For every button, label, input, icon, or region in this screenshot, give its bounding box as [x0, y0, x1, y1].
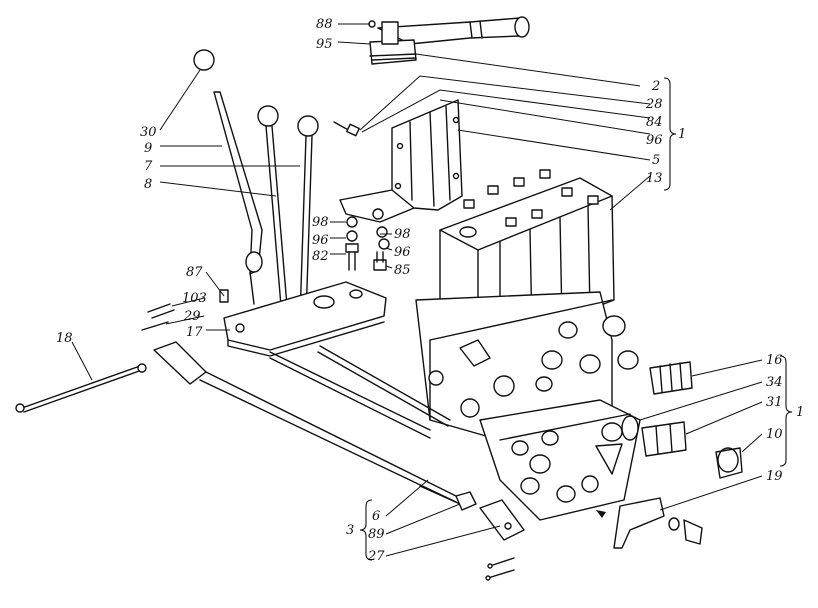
label-84: 84 — [646, 115, 663, 130]
label-7: 7 — [144, 159, 153, 174]
label-6: 6 — [372, 509, 380, 524]
label-13: 13 — [646, 171, 663, 186]
bolts-82-85 — [345, 216, 390, 271]
label-89: 89 — [368, 527, 385, 542]
label-82: 82 — [312, 249, 329, 264]
control-rods — [15, 341, 525, 581]
label-87: 87 — [186, 265, 203, 280]
label-1-right: 1 — [796, 405, 804, 420]
label-9: 9 — [144, 141, 152, 156]
label-103: 103 — [182, 291, 207, 306]
leader-lines — [71, 23, 763, 557]
label-3: 3 — [346, 523, 354, 538]
lever-base-plate — [223, 281, 387, 357]
top-lever-handle — [368, 16, 530, 65]
label-88: 88 — [316, 17, 333, 32]
label-5: 5 — [652, 153, 660, 168]
label-98-right: 98 — [394, 227, 411, 242]
mounting-bracket — [339, 99, 463, 223]
label-16: 16 — [766, 353, 783, 368]
label-95: 95 — [316, 37, 333, 52]
hydraulic-distributor-body — [415, 169, 641, 521]
label-31: 31 — [766, 395, 783, 410]
label-2: 2 — [651, 79, 660, 94]
label-1-top: 1 — [678, 127, 686, 142]
group-braces — [359, 77, 793, 561]
label-28: 28 — [645, 97, 663, 112]
bracket-bolt — [333, 121, 360, 137]
control-levers — [193, 49, 319, 319]
label-29: 29 — [183, 309, 201, 324]
label-85: 85 — [394, 263, 411, 278]
label-17: 17 — [186, 325, 203, 340]
label-8: 8 — [144, 177, 152, 192]
label-34: 34 — [766, 375, 783, 390]
label-19: 19 — [766, 469, 783, 484]
part-labels: 88 95 2 28 84 96 5 13 1 30 9 7 8 98 96 8… — [56, 17, 804, 564]
label-98-left: 98 — [312, 215, 329, 230]
label-27: 27 — [367, 549, 385, 564]
label-96-right: 96 — [394, 245, 411, 260]
label-30: 30 — [140, 125, 157, 140]
side-fittings — [613, 361, 743, 549]
label-96-top: 96 — [646, 133, 663, 148]
label-18: 18 — [56, 331, 73, 346]
label-96-left: 96 — [312, 233, 329, 248]
label-10: 10 — [766, 427, 783, 442]
